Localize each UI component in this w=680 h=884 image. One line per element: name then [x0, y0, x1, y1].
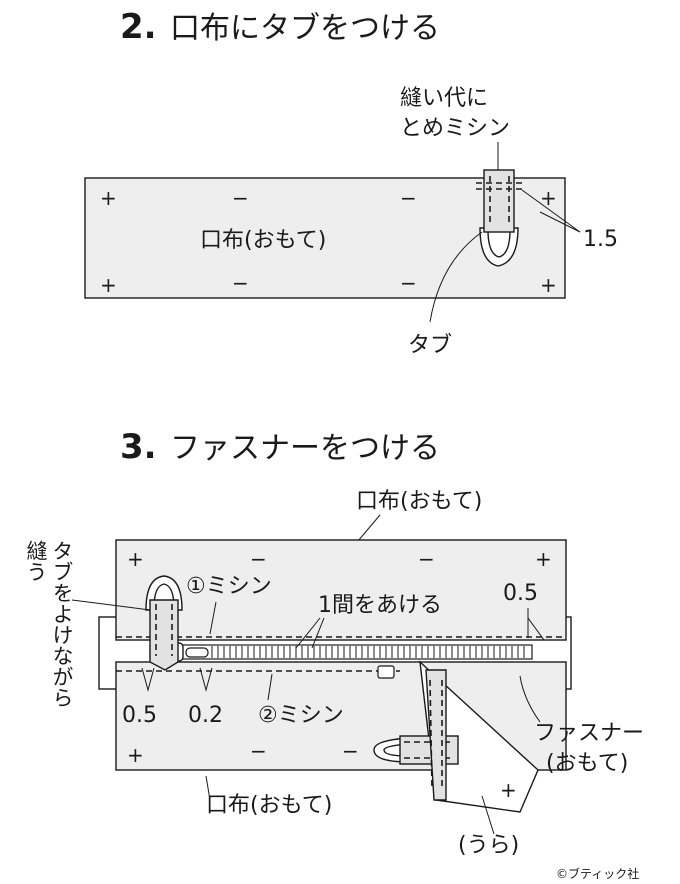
plus-mark: + — [100, 273, 117, 297]
gap-leader — [311, 617, 325, 649]
zipper-pull — [185, 647, 209, 658]
measure-left-arrow — [141, 667, 155, 692]
plus-mark: + — [127, 547, 144, 571]
plus-mark: + — [540, 186, 557, 210]
back-leader — [481, 795, 495, 835]
tab-strip — [399, 735, 459, 765]
side-label-col1: 縫う — [24, 540, 48, 582]
step2-marks: + + + + − − − − — [100, 186, 557, 297]
stitch2-label: ②ミシン — [258, 703, 344, 728]
gap-leader — [295, 617, 321, 649]
step3-heading: 3. ファスナーをつける — [120, 427, 440, 467]
step3-tab-right — [373, 669, 459, 801]
minus-mark: − — [250, 739, 267, 763]
plus-mark: + — [100, 186, 117, 210]
measure-leader — [539, 211, 581, 233]
step3-number: 3. — [120, 427, 157, 467]
minus-mark: − — [400, 271, 417, 295]
step2-callout-line2: とめミシン — [400, 116, 510, 141]
measure-mid-arrow — [199, 667, 213, 692]
side-label-leader — [71, 599, 151, 611]
step3-title: ファスナーをつける — [170, 431, 440, 466]
bottom-cloth-leader — [205, 775, 211, 801]
step2-measure-value: 1.5 — [583, 227, 618, 252]
measure-left: 0.5 — [122, 703, 157, 728]
copyright: ©ブティック社 — [556, 866, 639, 881]
plus-mark: + — [535, 547, 552, 571]
plus-mark: + — [500, 778, 517, 802]
measure-right: 0.5 — [503, 581, 538, 606]
step2-title: 口布にタブをつける — [170, 11, 440, 46]
measure-right-leader — [527, 617, 545, 641]
step2-tab — [476, 169, 522, 267]
minus-mark: − — [232, 186, 249, 210]
plus-mark: + — [540, 273, 557, 297]
stitch-line — [429, 679, 433, 791]
step3-top-cloth — [115, 539, 567, 641]
step3-bottom-cloth-label: 口布(おもて) — [206, 793, 332, 818]
measure-mid: 0.2 — [188, 703, 223, 728]
zipper-label-line2: (おもて) — [546, 751, 628, 776]
step2-callout-seam: 縫い代に とめミシン — [400, 86, 510, 178]
step2-tab-label: タブ — [408, 333, 452, 358]
zipper-label-line1: ファスナー — [534, 721, 644, 746]
step3-marks: + + + − − − − — [127, 547, 552, 767]
step2-callout-line1: 縫い代に — [400, 86, 488, 111]
d-ring-inner — [487, 229, 511, 258]
step2-tab-callout: タブ — [408, 231, 483, 358]
step3-side-label: 縫う タブをよけながら — [24, 540, 74, 708]
gap-label: 1間をあける — [318, 593, 442, 618]
zipper-teeth-marks — [211, 646, 525, 658]
side-label-col2: タブをよけながら — [50, 540, 74, 708]
step3-tab-left — [145, 575, 183, 671]
back-label: (うら) — [458, 833, 519, 858]
zipper-stop — [377, 665, 395, 679]
step2-cloth-label: 口布(おもて) — [200, 228, 326, 253]
zipper-leader — [519, 675, 541, 723]
stitch1-label: ①ミシン — [186, 574, 272, 599]
tab-strip — [149, 599, 179, 671]
plus-mark: + — [127, 743, 144, 767]
stitch2-leader — [267, 673, 273, 701]
step2-measure: 1.5 — [521, 189, 618, 252]
step2-heading: 2. 口布にタブをつける — [120, 7, 440, 47]
tab-leader — [429, 231, 483, 323]
stitch1-leader — [209, 601, 217, 635]
minus-mark: − — [250, 547, 267, 571]
minus-mark: − — [232, 271, 249, 295]
step2-number: 2. — [120, 7, 157, 47]
minus-mark: − — [400, 186, 417, 210]
measure-leader — [521, 189, 581, 233]
step3-top-cloth-label: 口布(おもて) — [356, 489, 482, 514]
minus-mark: − — [418, 547, 435, 571]
minus-mark: − — [342, 739, 359, 763]
